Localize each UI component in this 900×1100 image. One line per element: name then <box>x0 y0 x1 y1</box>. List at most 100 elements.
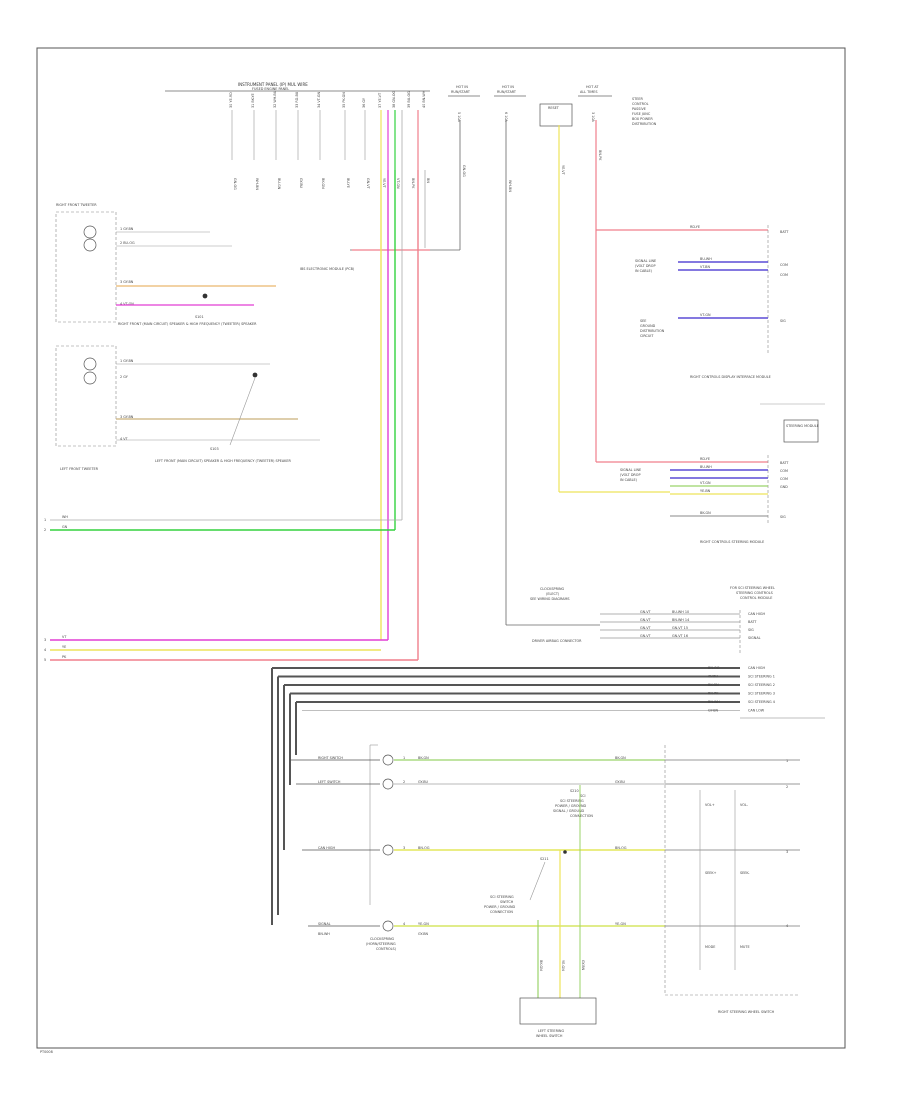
splice-s103-label: S103 <box>210 447 219 451</box>
footer-code: PT0008 <box>40 1050 53 1054</box>
svg-text:BK-GN: BK-GN <box>700 511 711 515</box>
svg-text:LEFT FRONT TWEETER: LEFT FRONT TWEETER <box>60 467 99 471</box>
clock-row-wire-right: YE-GN <box>615 922 626 926</box>
harness-subtitle: FUSED ENGINE PANEL <box>252 87 289 91</box>
clockspring-contact <box>382 754 394 766</box>
harness-stubs <box>231 110 419 170</box>
clockspring-row-to: GN-VT 16 <box>672 634 688 638</box>
top-right-note: STEER CONTROL PASSIVE FUSE JUNC BOX POWE… <box>632 97 657 126</box>
svg-text:BATT: BATT <box>780 461 789 465</box>
svg-text:RD-YE: RD-YE <box>700 457 710 461</box>
svg-text:SCI: SCI <box>580 794 586 798</box>
clock-row-left-label: LEFT SWITCH <box>318 780 341 784</box>
left-front-tweeter: 1 GY-BN 2 GY 3 GY-BN 4 VT LEFT FRONT TWE… <box>55 345 134 471</box>
splice-s101-label: S101 <box>195 315 204 319</box>
svg-text:1: 1 <box>786 759 788 763</box>
svg-text:RIGHT FRONT TWEETER: RIGHT FRONT TWEETER <box>56 203 97 207</box>
svg-text:POWER / GROUND: POWER / GROUND <box>555 804 587 808</box>
left-edge-wires: 1 WH 2 GN 3 VT 4 YE 5 PK <box>44 515 418 662</box>
feed-label-2: WH-BN <box>508 180 512 192</box>
svg-text:FOR SCI STEERING WHEEL: FOR SCI STEERING WHEEL <box>730 586 775 590</box>
clockspring-connector-block: CLOCKSPRING (ELECT) SEE WIRING DIAGRAMS … <box>530 586 775 655</box>
clock-row-wire-right: BN-OG <box>615 846 627 850</box>
clock-row-wire-left: GY-BU <box>418 780 429 784</box>
feed-label-1: GN-OG <box>462 165 466 177</box>
rsm-wire-3: VT-BN <box>700 265 711 269</box>
svg-text:SEEK+: SEEK+ <box>705 871 717 875</box>
bottom-wire-1: BK-GN <box>539 960 543 971</box>
clockspring-row-from: GN-VT <box>640 618 652 622</box>
clock-row-left-label: RIGHT SWITCH <box>318 756 343 760</box>
top-feed-2: HOT IN RUN/START 6 10A <box>494 85 526 123</box>
svg-text:2: 2 <box>44 528 46 532</box>
clock-row-wire-right: BK-GN <box>615 756 626 760</box>
clockspring-contact <box>382 778 394 790</box>
cable-label: GN-OG <box>233 178 237 190</box>
svg-text:S210: S210 <box>570 789 579 793</box>
clock-bottom-mid: GY-BN <box>418 932 429 936</box>
svg-text:ALL TIMES: ALL TIMES <box>580 90 597 94</box>
svg-text:PK: PK <box>62 655 67 659</box>
rsm-wire-2: BU-WH <box>700 257 712 261</box>
svg-text:SIG: SIG <box>780 515 786 519</box>
clock-row-pin: 2 <box>403 780 405 784</box>
svg-text:6 10A: 6 10A <box>504 112 508 123</box>
cable-label: BU-YE <box>346 178 350 188</box>
svg-text:GROUND: GROUND <box>640 324 656 328</box>
clockspring-row-to: BN-WH 14 <box>672 618 689 622</box>
bus-label: BK-GN <box>708 683 719 687</box>
svg-text:5 10A: 5 10A <box>457 112 461 123</box>
clock-row-wire-left: YE-GN <box>418 922 429 926</box>
svg-text:COM: COM <box>780 263 788 267</box>
svg-text:3: 3 <box>786 850 788 854</box>
cable-label: WH-BN <box>255 178 259 190</box>
bus-label: BN-WH <box>708 700 720 704</box>
bus-label: GY-BU <box>708 675 719 679</box>
clockspring-row-signal: CAN HIGH <box>748 612 765 616</box>
rsm-wire-4: VT-GN <box>700 313 711 317</box>
svg-text:RIGHT CONTROLS DISPLAY INTERFA: RIGHT CONTROLS DISPLAY INTERFACE MODULE <box>690 375 771 379</box>
svg-text:2 BU-OG: 2 BU-OG <box>120 241 135 245</box>
svg-text:RIGHT STEERING WHEEL SWITCH: RIGHT STEERING WHEEL SWITCH <box>718 1010 775 1014</box>
bus-signal: SCI STEERING 1 <box>748 675 775 679</box>
svg-text:SIGNAL / GROUND: SIGNAL / GROUND <box>553 809 584 813</box>
svg-text:HOT IN: HOT IN <box>456 85 468 89</box>
svg-text:5: 5 <box>44 658 46 662</box>
svg-text:COM: COM <box>780 273 788 277</box>
bus-signal: CAN LOW <box>748 709 765 713</box>
svg-text:SIGNAL LINE: SIGNAL LINE <box>620 468 641 472</box>
pin-label: 33 RD-BU <box>295 91 299 108</box>
right-speaker-note: RIGHT FRONT (MAIN CIRCUIT) SPEAKER & HIG… <box>118 322 257 326</box>
svg-text:(HORN/STEERING: (HORN/STEERING <box>366 942 396 946</box>
clock-row-pin: 4 <box>403 922 405 926</box>
clock-row-pin: 1 <box>403 756 405 760</box>
svg-text:YE: YE <box>62 645 66 649</box>
clock-row-pin: 3 <box>403 846 405 850</box>
svg-text:CONTROLS): CONTROLS) <box>376 947 397 951</box>
svg-text:GND: GND <box>780 485 788 489</box>
svg-text:IN CABLE): IN CABLE) <box>620 478 638 482</box>
svg-text:BU-WH: BU-WH <box>700 465 712 469</box>
svg-text:SCI STEERING: SCI STEERING <box>490 895 514 899</box>
cable-label: BK-GN <box>321 178 325 189</box>
svg-text:SEE: SEE <box>640 319 646 323</box>
can-bus-lines: BN-OG CAN HIGH GY-BU SCI STEERING 1 BK-GN SCI… <box>271 666 825 925</box>
svg-text:(VOLT DROP: (VOLT DROP <box>620 473 641 477</box>
svg-text:RUN/START: RUN/START <box>451 90 471 94</box>
svg-text:POWER / GROUND: POWER / GROUND <box>484 905 516 909</box>
svg-text:COM: COM <box>780 477 788 481</box>
harness-title: INSTRUMENT PANEL (IP) MUL WIRE <box>238 82 308 87</box>
top-feed-1: HOT IN RUN/START 5 10A <box>448 85 480 123</box>
svg-text:1 GY-BN: 1 GY-BN <box>120 359 134 363</box>
pin-label: 35 PK-GN <box>342 92 346 108</box>
svg-text:IN CABLE): IN CABLE) <box>635 269 653 273</box>
pin-label: 30 YE-RD <box>229 92 233 108</box>
svg-text:CONNECTION: CONNECTION <box>570 814 593 818</box>
svg-text:3 GY-BN: 3 GY-BN <box>120 280 134 284</box>
bus-signal: CAN HIGH <box>748 666 765 670</box>
pin-label: 40 BN-WH <box>422 90 426 108</box>
clock-row-left-label: CAN HIGH <box>318 846 335 850</box>
svg-text:SCI STEERING: SCI STEERING <box>560 799 584 803</box>
left-switch-label-1: LEFT STEERING <box>538 1029 564 1033</box>
